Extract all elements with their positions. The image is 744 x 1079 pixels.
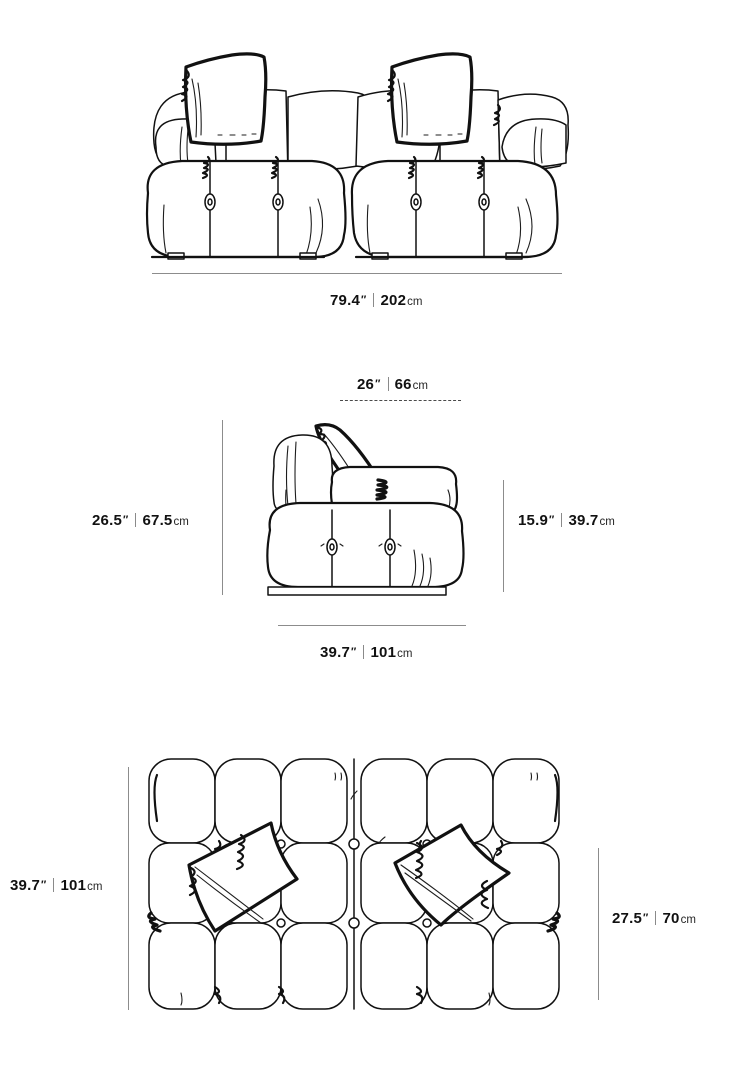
dimension-pillow-width: 26″ 66cm <box>357 377 428 393</box>
overall-width-inches: 79.4 <box>330 292 360 309</box>
plan-seat-depth-cm: 70 <box>662 910 680 927</box>
unit-divider <box>135 513 137 527</box>
seat-height-inches: 15.9 <box>518 512 548 529</box>
side-view-drawing <box>252 410 477 600</box>
dimension-overall-height: 26.5″ 67.5cm <box>92 513 189 529</box>
plan-depth-cm-unit: cm <box>87 881 103 893</box>
unit-divider <box>363 645 365 659</box>
pillow-width-dimension-line <box>340 400 461 401</box>
overall-height-inch-mark: ″ <box>123 514 129 526</box>
top-view-pillow-right <box>393 823 511 927</box>
front-right-module <box>350 52 570 260</box>
dimension-overall-width: 79.4″ 202cm <box>330 293 422 309</box>
seat-height-inch-mark: ″ <box>549 514 555 526</box>
plan-seat-depth-cm-unit: cm <box>680 914 696 926</box>
side-view-svg <box>266 423 465 596</box>
pillow-width-cm: 66 <box>394 376 412 393</box>
plan-depth-dimension-line <box>128 767 129 1010</box>
top-view-drawing <box>145 755 575 1013</box>
overall-height-dimension-line <box>222 420 223 595</box>
front-view-svg <box>145 52 570 260</box>
overall-width-cm-unit: cm <box>407 296 423 308</box>
overall-depth-cm: 101 <box>370 644 397 661</box>
unit-divider <box>655 911 657 925</box>
seat-height-dimension-line <box>503 480 504 592</box>
overall-depth-cm-unit: cm <box>397 648 413 660</box>
dimension-overall-depth: 39.7″ 101cm <box>320 645 412 661</box>
dimension-plan-depth: 39.7″ 101cm <box>10 878 102 894</box>
front-view-drawing <box>140 45 590 260</box>
pillow-width-cm-unit: cm <box>412 380 429 392</box>
front-left-module <box>145 52 375 260</box>
plan-seat-depth-inch-mark: ″ <box>643 912 649 924</box>
unit-divider <box>373 293 375 307</box>
seat-height-cm: 39.7 <box>568 512 599 529</box>
unit-divider <box>53 878 55 892</box>
plan-depth-inch-mark: ″ <box>41 879 47 891</box>
seat-height-cm-unit: cm <box>599 516 615 528</box>
pillow-width-inch-mark: ″ <box>375 378 381 390</box>
overall-depth-inch-mark: ″ <box>351 646 357 658</box>
overall-width-cm: 202 <box>380 292 407 309</box>
unit-divider <box>387 377 389 391</box>
top-view-pillow-left <box>187 821 299 933</box>
unit-divider <box>561 513 563 527</box>
overall-depth-dimension-line <box>278 625 466 626</box>
dimension-seat-height: 15.9″ 39.7cm <box>518 513 615 529</box>
plan-seat-depth-inches: 27.5 <box>612 910 642 927</box>
overall-width-inch-mark: ″ <box>361 294 367 306</box>
dimension-plan-seat-depth: 27.5″ 70cm <box>612 911 696 927</box>
top-view-svg <box>147 758 561 1010</box>
overall-height-inches: 26.5 <box>92 512 122 529</box>
overall-width-dimension-line <box>152 273 562 274</box>
overall-height-cm-unit: cm <box>173 516 189 528</box>
pillow-width-inches: 26 <box>357 376 375 393</box>
overall-depth-inches: 39.7 <box>320 644 350 661</box>
overall-height-cm: 67.5 <box>142 512 173 529</box>
plan-depth-cm: 101 <box>60 877 87 894</box>
plan-seat-depth-dimension-line <box>598 848 599 1000</box>
plan-depth-inches: 39.7 <box>10 877 40 894</box>
